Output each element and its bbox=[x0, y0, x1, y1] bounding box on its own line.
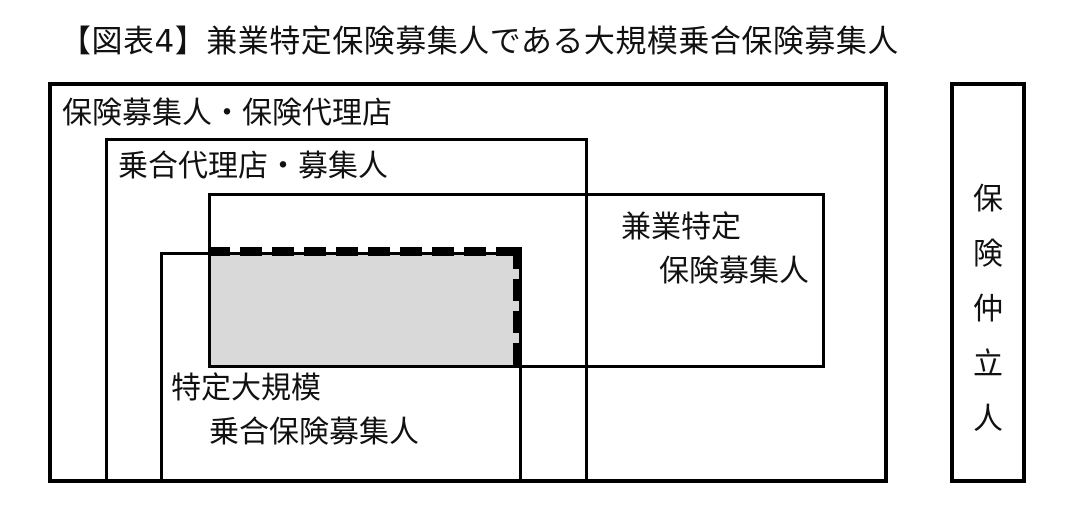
label-broker-char-3: 立 bbox=[973, 347, 1003, 382]
label-side-business-line2: 保険募集人 bbox=[659, 254, 809, 289]
intersection-dashed-top-edge bbox=[208, 247, 522, 256]
box-specified-large-scale-multi-solicitor: 特定大規模 乗合保険募集人 bbox=[160, 252, 522, 483]
label-side-business-specified-solicitor: 兼業特定 保険募集人 bbox=[621, 206, 809, 294]
label-insurance-broker: 保 険 仲 立 人 bbox=[954, 172, 1022, 447]
label-insurance-solicitor-agency: 保険募集人・保険代理店 bbox=[62, 96, 392, 131]
intersection-dashed-right-edge bbox=[513, 247, 522, 368]
label-side-business-line1: 兼業特定 bbox=[621, 210, 741, 245]
label-specified-large-scale-multi-solicitor: 特定大規模 乗合保険募集人 bbox=[171, 367, 419, 455]
figure-title: 【図表4】兼業特定保険募集人である大規模乗合保険募集人 bbox=[60, 24, 899, 60]
label-large-scale-line2: 乗合保険募集人 bbox=[209, 415, 419, 450]
intersection-highlight-region bbox=[208, 252, 519, 368]
label-multi-agency-solicitor: 乗合代理店・募集人 bbox=[118, 149, 388, 184]
label-large-scale-line1: 特定大規模 bbox=[171, 371, 321, 406]
label-broker-char-4: 人 bbox=[973, 402, 1003, 437]
box-multi-agency-solicitor: 乗合代理店・募集人 bbox=[105, 138, 588, 483]
box-insurance-broker: 保 険 仲 立 人 bbox=[950, 82, 1026, 483]
label-broker-char-0: 保 bbox=[973, 182, 1003, 217]
label-broker-char-1: 険 bbox=[973, 237, 1003, 272]
label-broker-char-2: 仲 bbox=[973, 292, 1003, 327]
